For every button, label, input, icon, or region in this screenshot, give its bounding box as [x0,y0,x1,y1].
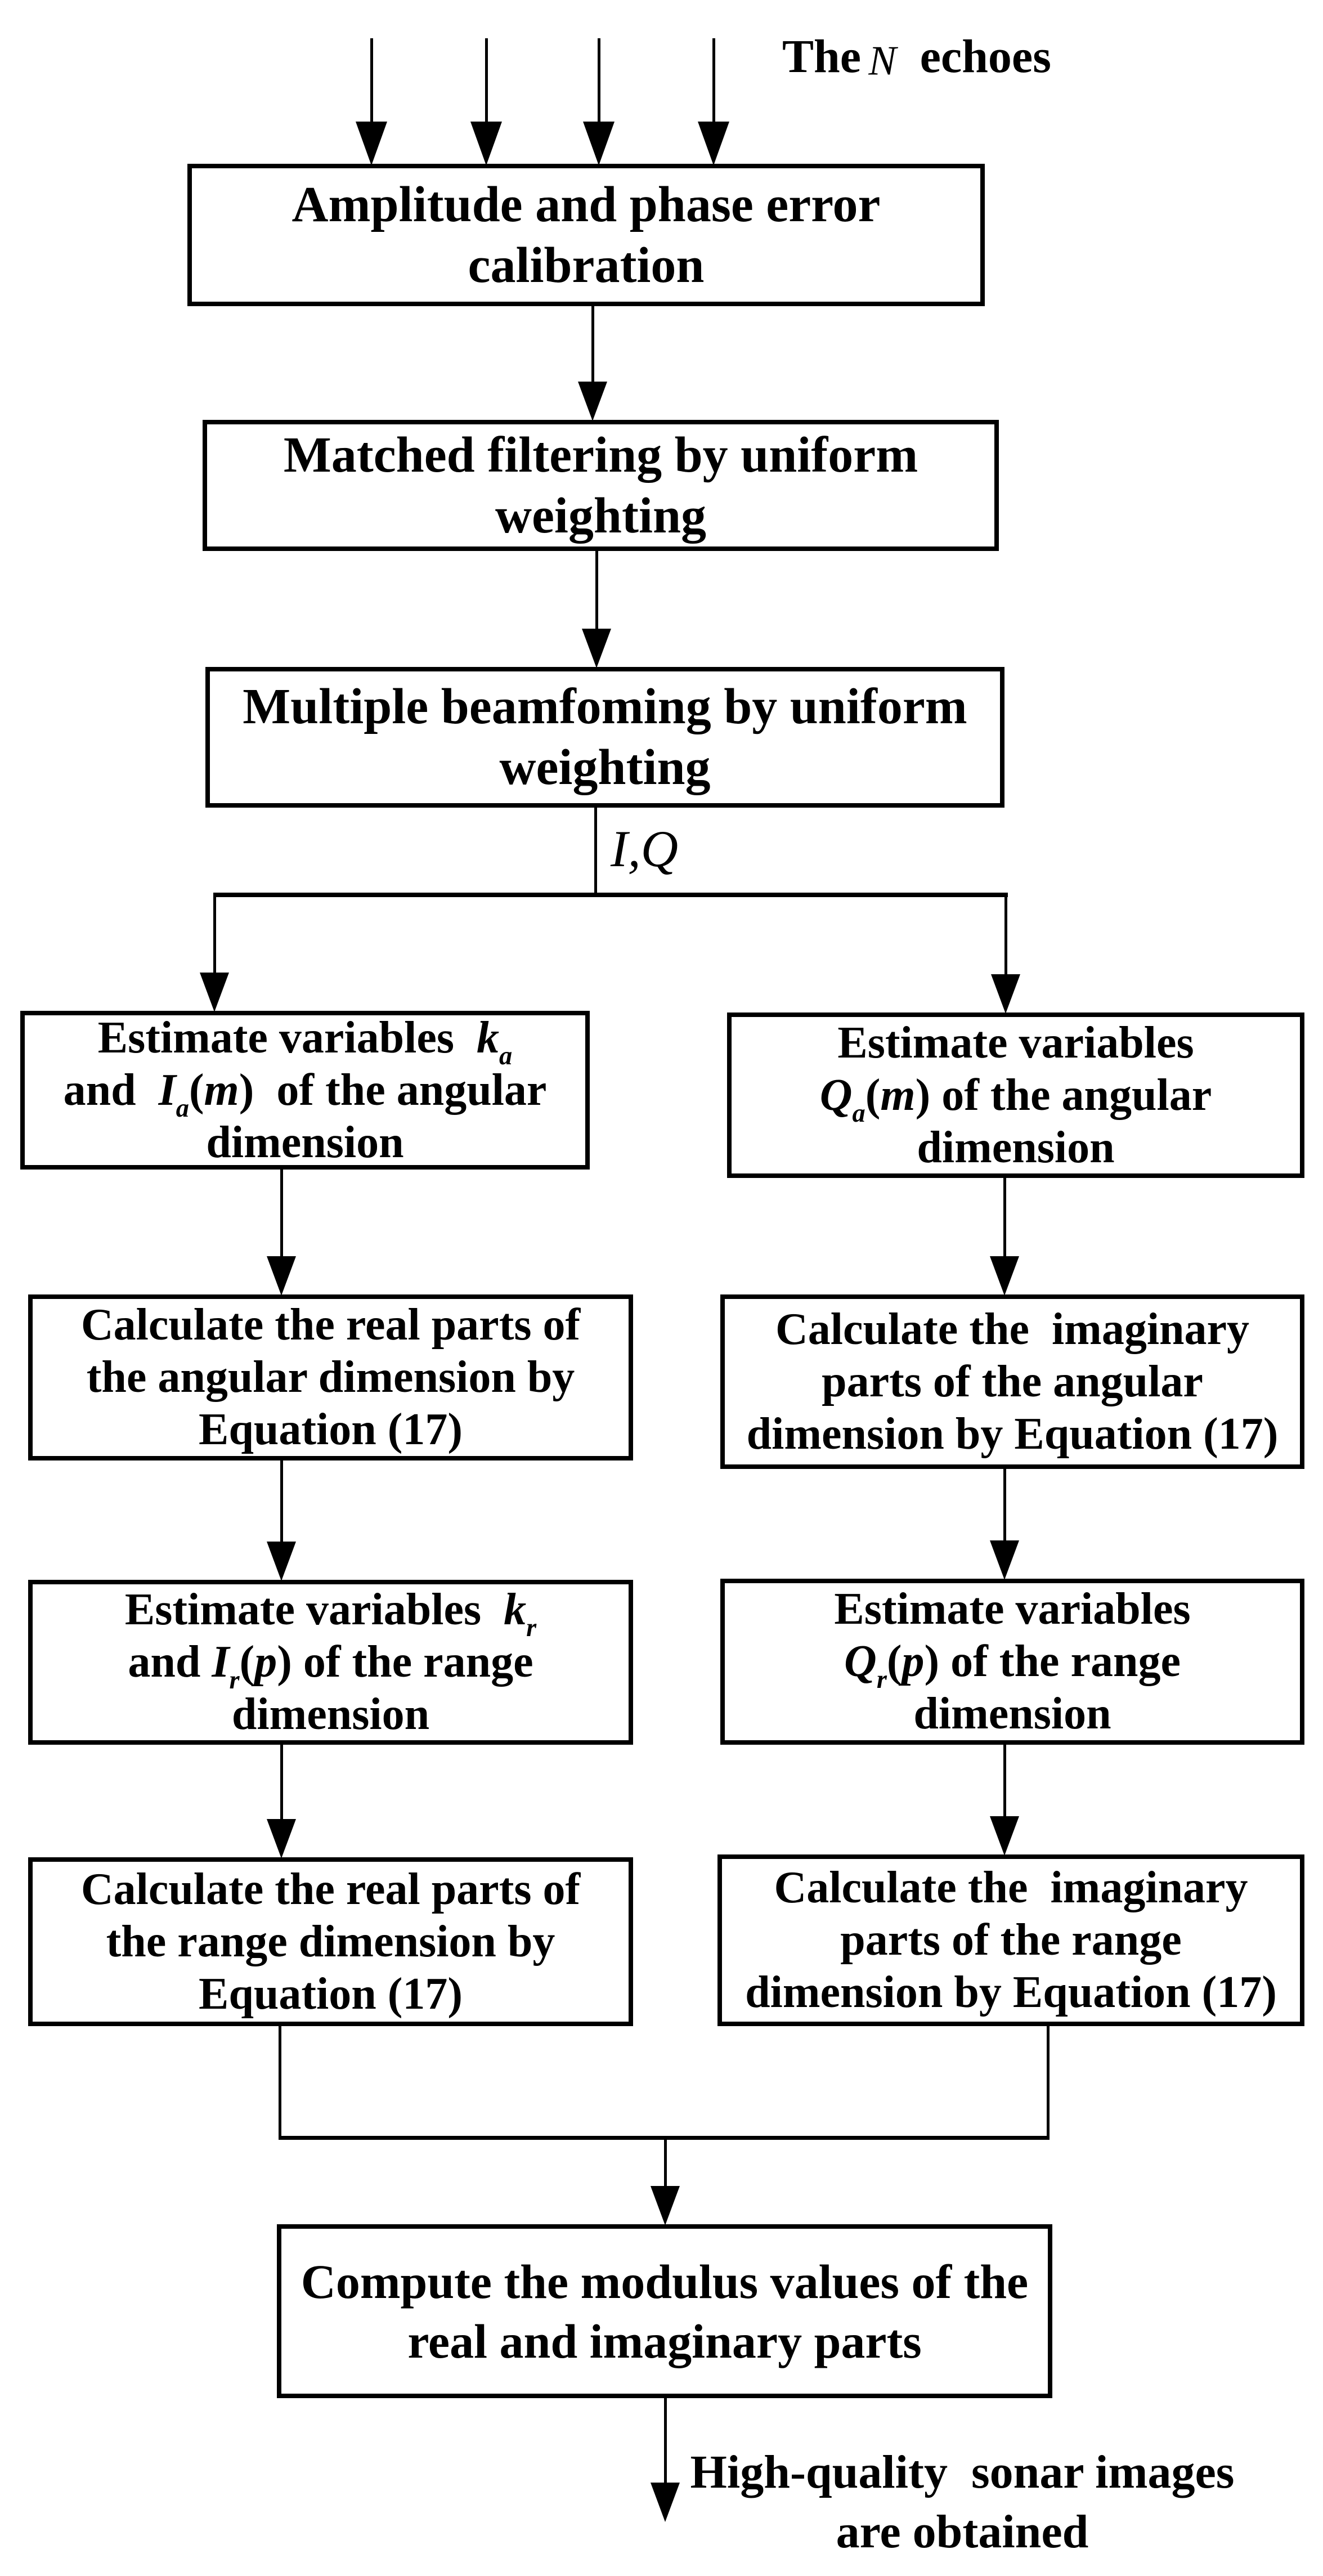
arrowhead-split-left [200,973,229,1012]
arrowhead-left-row3-row4 [267,1819,296,1858]
echo-input-arrow-2 [485,38,488,123]
arrow-left-row1-row2 [280,1170,283,1257]
arrowhead-right-row3-row4 [990,1816,1019,1856]
arrowhead-right-row2-row3 [990,1540,1019,1580]
arrow-split-left [213,897,216,974]
iq-label: I,Q [611,820,679,877]
arrowhead-calibration-to-matched [578,382,607,421]
arrowhead-merge-to-modulus [651,2186,680,2225]
echoes-label-suffix: echoes [920,30,1051,83]
arrowhead-left-row2-row3 [267,1542,296,1581]
arrowhead-right-row1-row2 [990,1256,1019,1296]
arrow-left-row2-row3 [280,1461,283,1543]
arrow-right-row3-row4 [1003,1745,1006,1817]
arrowhead-left-row1-row2 [267,1256,296,1296]
echoes-count-variable: N [868,37,896,84]
echo-input-arrow-4 [712,38,715,123]
echo-input-arrowhead-1 [356,122,387,165]
merge-line-left [279,2026,281,2140]
echo-input-arrowhead-3 [583,122,615,165]
echo-input-arrowhead-4 [698,122,729,165]
arrow-right-row2-row3 [1003,1469,1006,1542]
arrow-calibration-to-matched [591,306,594,383]
merge-line-right [1047,2026,1050,2140]
arrow-left-row3-row4 [280,1745,283,1820]
echo-input-arrowhead-2 [470,122,502,165]
merge-line-horizontal [279,2136,1050,2140]
arrow-matched-to-beamforming [595,551,598,630]
echoes-label-prefix: The [782,30,862,83]
echo-input-arrow-1 [370,38,373,123]
arrow-right-row1-row2 [1003,1178,1006,1257]
beamforming-output-stem [594,808,597,897]
arrowhead-modulus-to-output [651,2483,680,2522]
arrow-modulus-to-output [664,2398,667,2484]
branch-split-line [213,893,1008,897]
arrowhead-matched-to-beamforming [582,629,611,668]
echo-input-arrow-3 [598,38,600,123]
arrow-merge-to-modulus [664,2140,667,2187]
arrow-split-right [1004,897,1007,975]
arrowhead-split-right [991,974,1020,1014]
